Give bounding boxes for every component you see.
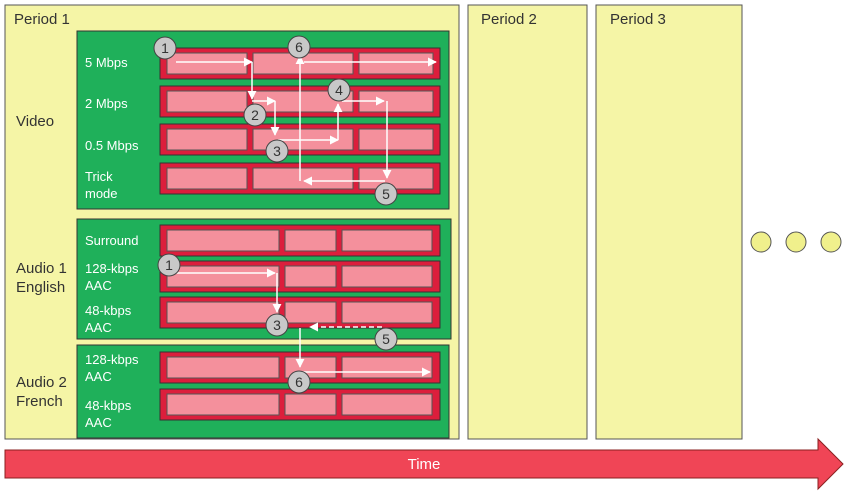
segment (341, 265, 433, 288)
group-label-audio1: Audio 1 English (16, 260, 71, 296)
period-2: Period 2 (467, 4, 588, 440)
segment (341, 393, 433, 416)
video-switch-paths (176, 55, 437, 186)
segment (166, 167, 248, 190)
svg-text:1: 1 (165, 257, 173, 273)
marker-video-3: 3 (265, 139, 289, 163)
svg-text:4: 4 (335, 82, 343, 98)
segment (166, 128, 248, 151)
track-label-audio1-surround: Surround (85, 233, 138, 248)
svg-text:6: 6 (295, 39, 303, 55)
marker-video-2: 2 (243, 103, 267, 127)
svg-text:6: 6 (295, 374, 303, 390)
audio-markers: 1 3 5 6 (157, 253, 398, 394)
segment (166, 229, 280, 252)
segment (166, 90, 248, 113)
segment (358, 128, 434, 151)
marker-audio2-6: 6 (287, 370, 311, 394)
segment (341, 229, 433, 252)
segment (284, 393, 337, 416)
segment (284, 265, 337, 288)
track-label-video-2mbps: 2 Mbps (85, 96, 128, 111)
track-label-audio2-128: 128-kbps AAC (85, 352, 142, 384)
marker-audio1-5: 5 (374, 327, 398, 351)
ellipsis-dot (750, 231, 772, 253)
marker-video-5: 5 (374, 182, 398, 206)
ellipsis-dot (785, 231, 807, 253)
segment (358, 52, 434, 75)
segment (166, 393, 280, 416)
time-label: Time (408, 456, 441, 473)
track-label-audio2-48: 48-kbps AAC (85, 398, 135, 430)
audio-switch-paths (176, 268, 431, 377)
segment (284, 229, 337, 252)
more-periods-ellipsis (750, 231, 842, 253)
svg-text:1: 1 (161, 40, 169, 56)
group-label-video: Video (16, 113, 54, 130)
svg-text:2: 2 (251, 107, 259, 123)
marker-video-4: 4 (327, 78, 351, 102)
marker-audio1-1: 1 (157, 253, 181, 277)
segment (341, 356, 433, 379)
svg-text:3: 3 (273, 143, 281, 159)
time-arrow: Time (4, 437, 844, 491)
segment (358, 167, 434, 190)
segment (341, 301, 433, 324)
segment (252, 167, 354, 190)
period-3: Period 3 (595, 4, 743, 440)
marker-video-1: 1 (153, 36, 177, 60)
segment (166, 356, 280, 379)
track-label-video-trick: Trick mode (85, 169, 118, 201)
segment (166, 52, 248, 75)
segment (166, 265, 280, 288)
track-label-video-5mbps: 5 Mbps (85, 55, 128, 70)
marker-video-6: 6 (287, 35, 311, 59)
video-markers: 1 2 3 4 5 6 (153, 35, 398, 206)
track-label-audio1-128: 128-kbps AAC (85, 261, 142, 293)
period-1-label: Period 1 (14, 11, 70, 28)
svg-text:5: 5 (382, 331, 390, 347)
segment (166, 301, 280, 324)
svg-text:5: 5 (382, 186, 390, 202)
marker-audio1-3: 3 (265, 313, 289, 337)
track-label-audio1-48: 48-kbps AAC (85, 303, 135, 335)
period-2-label: Period 2 (481, 11, 537, 28)
track-label-video-05mbps: 0.5 Mbps (85, 138, 139, 153)
ellipsis-dot (820, 231, 842, 253)
group-label-audio2: Audio 2 French (16, 374, 71, 410)
svg-text:3: 3 (273, 317, 281, 333)
period-3-label: Period 3 (610, 11, 666, 28)
segment (284, 301, 337, 324)
